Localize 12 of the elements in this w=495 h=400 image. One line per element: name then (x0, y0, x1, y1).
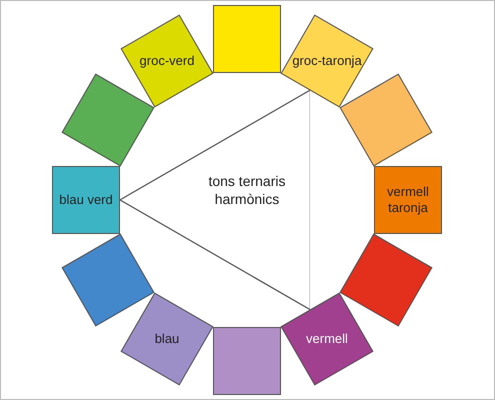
color-name: blau verd (58, 192, 114, 208)
color-name: vermell (305, 331, 350, 348)
color-swatch-square (213, 5, 281, 74)
color-name: groc-verd (138, 52, 195, 69)
color-name: blau (153, 331, 180, 348)
triangle-label: tons ternaris harmònics (207, 172, 286, 208)
triangle (120, 90, 310, 310)
color-swatch (52, 166, 120, 234)
color-name: vermell taronja (386, 184, 430, 216)
color-swatch-square (213, 326, 281, 395)
color-swatch (374, 166, 442, 234)
color-name: groc-taronja (292, 52, 364, 69)
